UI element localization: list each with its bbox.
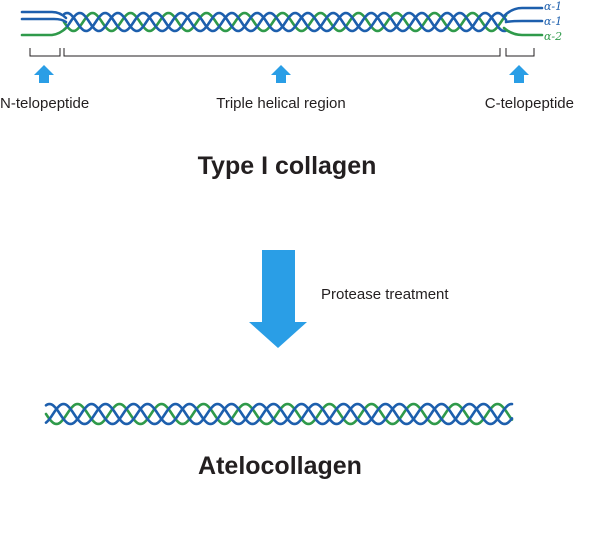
bottom-helix-strand-3	[44, 402, 514, 426]
n-tail-alpha1-b	[20, 17, 68, 24]
n-tail-alpha1-a	[20, 10, 68, 20]
triple-helical-region-label: Triple helical region	[216, 95, 346, 112]
n-telopeptide-arrow-icon	[34, 65, 54, 83]
top-helix-strand-3	[62, 11, 508, 33]
atelocollagen-title: Atelocollagen	[198, 452, 362, 480]
n-telopeptide-bracket	[29, 48, 61, 57]
type-i-collagen-helix	[62, 11, 508, 33]
telopeptide-tails	[20, 6, 544, 37]
bottom-helix-strand-1	[44, 402, 514, 426]
atelocollagen-helix	[44, 402, 514, 426]
top-helix-strand-1	[62, 11, 508, 33]
protease-treatment-label: Protease treatment	[321, 286, 449, 303]
protease-arrow-icon	[249, 250, 307, 348]
top-helix-strand-2	[62, 11, 508, 33]
c-telopeptide-label: C-telopeptide	[485, 95, 574, 112]
c-tail-alpha1-a	[502, 6, 544, 18]
c-tail-alpha1-b	[504, 19, 544, 24]
c-telopeptide-arrow-icon	[509, 65, 529, 83]
n-telopeptide-label: N-telopeptide	[0, 95, 89, 112]
region-pointers	[34, 65, 529, 83]
triple-helical-arrow-icon	[271, 65, 291, 83]
region-brackets	[29, 48, 535, 57]
chain-label-alpha1-a: α-1	[544, 0, 562, 13]
n-tail-alpha2	[20, 26, 68, 37]
c-telopeptide-bracket	[505, 48, 535, 57]
type-i-collagen-title: Type I collagen	[198, 152, 377, 180]
chain-label-alpha2: α-2	[544, 30, 562, 43]
c-tail-alpha2	[502, 26, 544, 37]
chain-label-alpha1-b: α-1	[544, 15, 562, 28]
triple-helical-bracket	[63, 48, 501, 57]
